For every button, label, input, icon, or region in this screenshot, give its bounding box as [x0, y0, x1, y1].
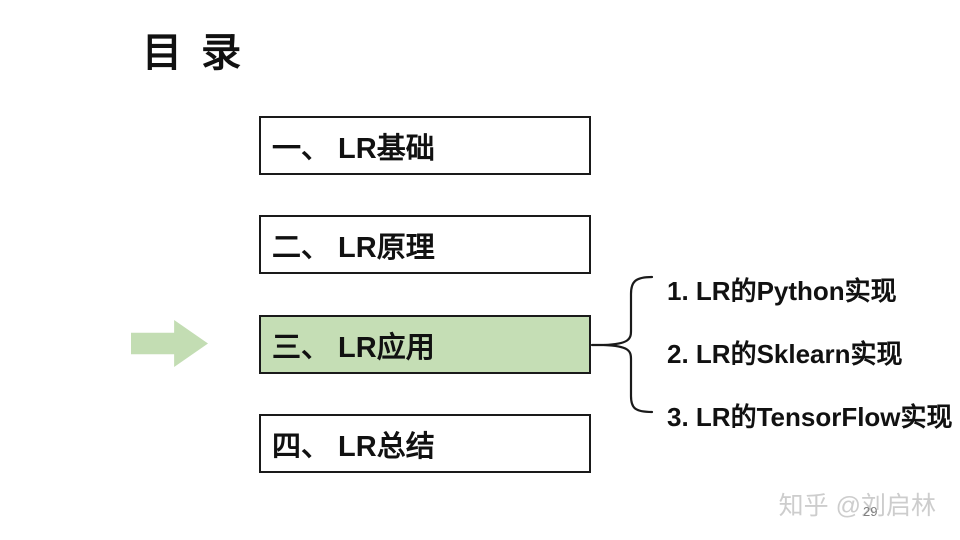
- toc-item-lr-applications: 三、 LR应用: [259, 315, 591, 374]
- page-title: 目 录: [142, 31, 246, 75]
- toc-item-lr-summary: 四、 LR总结: [259, 414, 591, 473]
- page-number: 29: [863, 504, 878, 519]
- right-arrow-icon: [131, 320, 208, 367]
- subitem-tensorflow: 3. LR的TensorFlow实现: [667, 402, 953, 432]
- subitem-python: 1. LR的Python实现: [667, 276, 897, 306]
- toc-item-lr-principles: 二、 LR原理: [259, 215, 591, 274]
- toc-item-lr-basics: 一、 LR基础: [259, 116, 591, 175]
- subitem-sklearn: 2. LR的Sklearn实现: [667, 339, 903, 369]
- curly-brace-icon: [590, 275, 654, 414]
- watermark: 知乎 @刘启林: [778, 492, 936, 520]
